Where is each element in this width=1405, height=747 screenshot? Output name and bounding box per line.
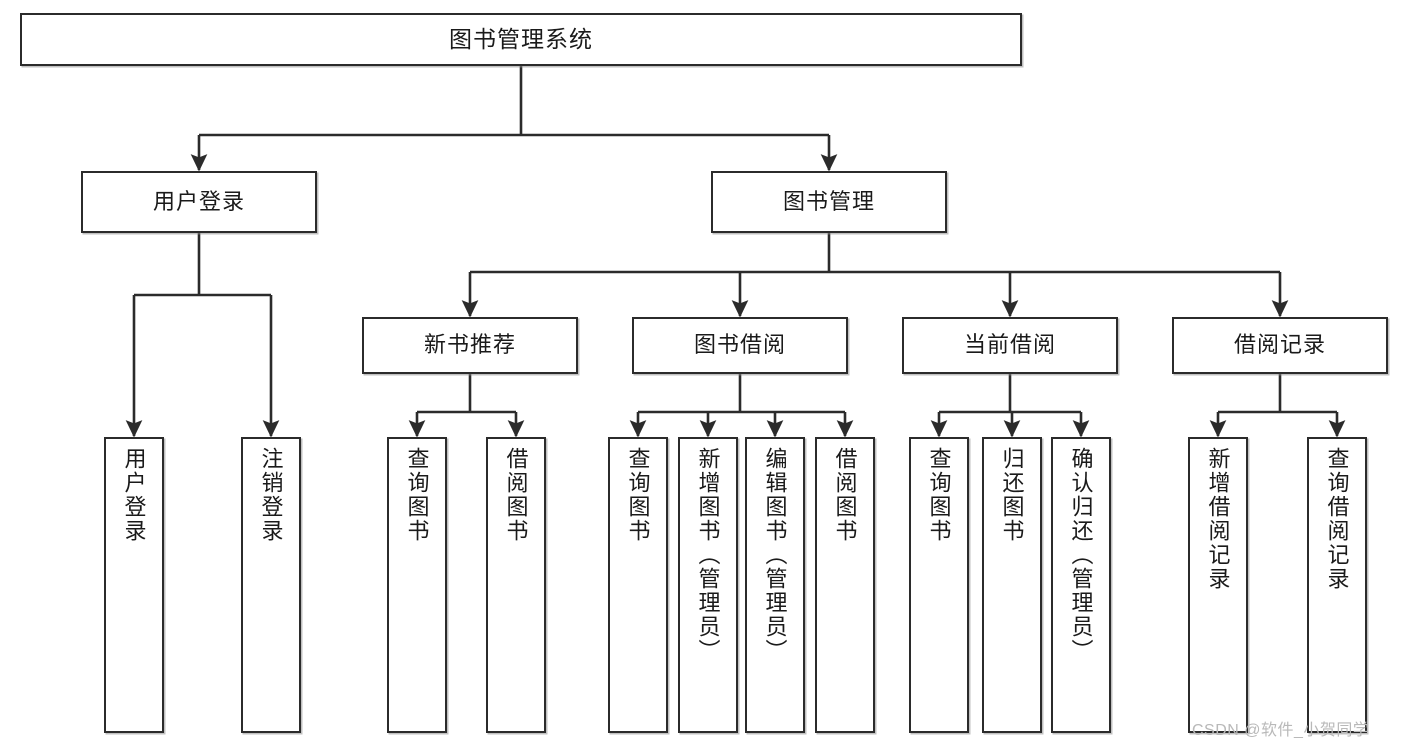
node-leaf-borrow-book-rec-label: 借阅图书	[503, 447, 529, 543]
node-leaf-query-book-rec-label: 查询图书	[404, 447, 430, 543]
node-root[interactable]: 图书管理系统	[20, 13, 1022, 66]
node-book-borrow[interactable]: 图书借阅	[632, 317, 848, 374]
node-new-book-rec-label: 新书推荐	[423, 332, 516, 358]
node-new-book-rec[interactable]: 新书推荐	[362, 317, 578, 374]
node-leaf-query-record[interactable]: 查询借阅记录	[1307, 437, 1367, 733]
node-book-manage-label: 图书管理	[782, 188, 875, 214]
node-leaf-borrow-book-rec[interactable]: 借阅图书	[486, 437, 546, 733]
node-current-borrow-label: 当前借阅	[963, 332, 1056, 358]
node-leaf-edit-book[interactable]: 编辑图书（管理员）	[745, 437, 805, 733]
node-leaf-query-book-c-label: 查询图书	[926, 447, 952, 543]
watermark: CSDN @软件_小贺同学	[1192, 722, 1370, 739]
node-leaf-query-book-b[interactable]: 查询图书	[608, 437, 668, 733]
node-current-borrow[interactable]: 当前借阅	[902, 317, 1118, 374]
node-user-login[interactable]: 用户登录	[81, 171, 317, 233]
node-leaf-query-book-c[interactable]: 查询图书	[909, 437, 969, 733]
node-borrow-record[interactable]: 借阅记录	[1172, 317, 1388, 374]
node-leaf-confirm-return-label: 确认归还（管理员）	[1068, 447, 1094, 663]
node-leaf-query-book-rec[interactable]: 查询图书	[387, 437, 447, 733]
node-borrow-record-label: 借阅记录	[1233, 332, 1326, 358]
node-leaf-user-login[interactable]: 用户登录	[104, 437, 164, 733]
node-leaf-confirm-return[interactable]: 确认归还（管理员）	[1051, 437, 1111, 733]
node-leaf-add-book-label: 新增图书（管理员）	[695, 447, 721, 663]
node-leaf-query-book-b-label: 查询图书	[625, 447, 651, 543]
node-root-label: 图书管理系统	[449, 25, 593, 52]
node-leaf-edit-book-label: 编辑图书（管理员）	[762, 447, 788, 663]
node-leaf-logout[interactable]: 注销登录	[241, 437, 301, 733]
node-leaf-return-book[interactable]: 归还图书	[982, 437, 1042, 733]
node-leaf-user-login-label: 用户登录	[121, 447, 147, 543]
node-leaf-add-record[interactable]: 新增借阅记录	[1188, 437, 1248, 733]
node-leaf-logout-label: 注销登录	[258, 447, 284, 543]
node-leaf-borrow-book-b-label: 借阅图书	[832, 447, 858, 543]
node-leaf-add-book[interactable]: 新增图书（管理员）	[678, 437, 738, 733]
node-book-borrow-label: 图书借阅	[693, 332, 786, 358]
node-leaf-borrow-book-b[interactable]: 借阅图书	[815, 437, 875, 733]
node-user-login-label: 用户登录	[152, 188, 245, 214]
node-leaf-return-book-label: 归还图书	[999, 447, 1025, 543]
node-leaf-add-record-label: 新增借阅记录	[1205, 447, 1231, 591]
node-leaf-query-record-label: 查询借阅记录	[1324, 447, 1350, 591]
node-book-manage[interactable]: 图书管理	[711, 171, 947, 233]
